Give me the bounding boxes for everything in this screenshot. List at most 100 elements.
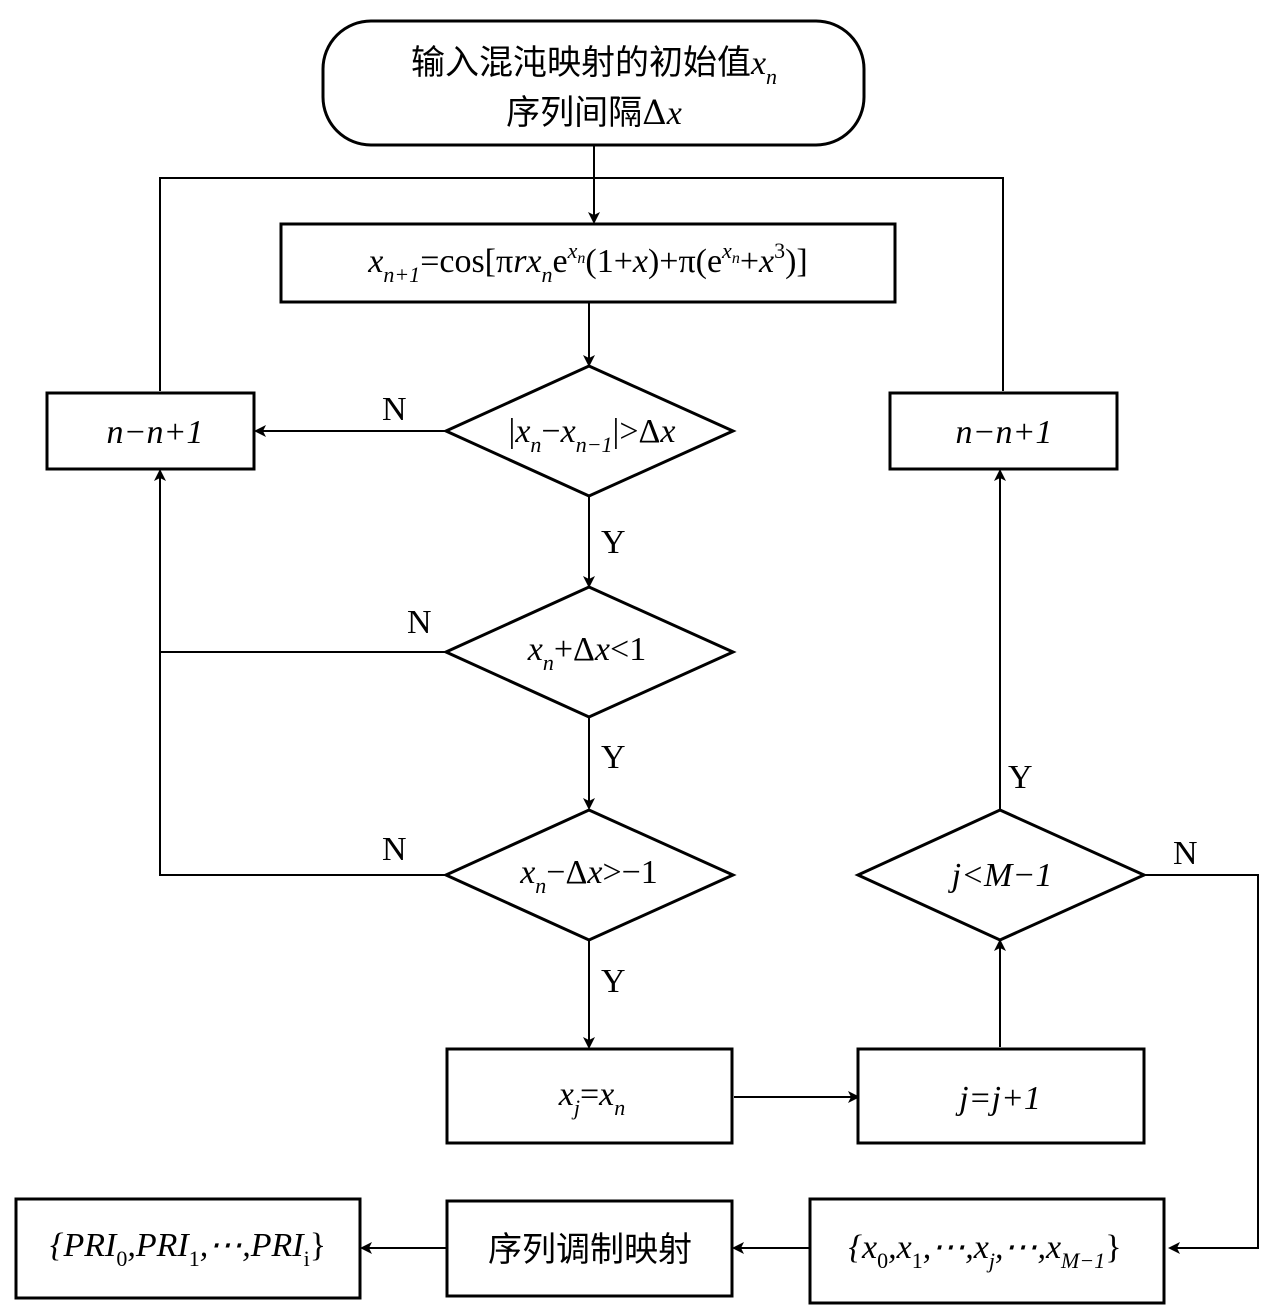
start-line-2: 序列间隔Δx xyxy=(506,93,682,133)
c1-x: x xyxy=(514,413,530,450)
arrow-cond4-no xyxy=(1144,874,1259,1254)
formula-box xyxy=(279,222,897,304)
start-text-2: 序列间隔Δ xyxy=(506,93,667,133)
output-box xyxy=(14,1197,362,1300)
a-eq: = xyxy=(580,1076,599,1113)
assign-text: xj=xn xyxy=(558,1076,626,1120)
modmap-text: 序列调制映射 xyxy=(488,1230,692,1270)
decision-3-text: xn−Δx>−1 xyxy=(519,854,658,898)
f-x3-sup: 3 xyxy=(774,238,785,263)
start-var-sub: n xyxy=(766,64,777,89)
s-subj: j xyxy=(986,1248,995,1273)
left-increment-text: n−n+1 xyxy=(107,414,204,451)
modmap-node: 序列调制映射 xyxy=(445,1199,734,1298)
assign-box xyxy=(445,1047,734,1145)
f-end: )] xyxy=(785,243,808,280)
right-increment-text: n−n+1 xyxy=(956,414,1053,451)
decision-4-diamond xyxy=(854,808,1148,942)
c3-rest: −Δ xyxy=(546,854,587,891)
c2-rest: +Δ xyxy=(554,631,595,668)
start-text-1: 输入混沌映射的初始值 xyxy=(411,43,751,83)
s-c3: ,⋯,x xyxy=(995,1229,1061,1266)
f-mid-x: x xyxy=(632,243,648,280)
start-node: 输入混沌映射的初始值xn 序列间隔Δx xyxy=(321,19,866,147)
output-node: {PRI0,PRI1,⋯,PRIi} xyxy=(14,1197,362,1300)
o-c1: ,PRI xyxy=(127,1227,190,1264)
s-open: {x xyxy=(848,1229,877,1266)
decision-2-diamond xyxy=(442,585,737,719)
decision-1-diamond xyxy=(442,364,737,498)
o-subi: i xyxy=(304,1246,310,1271)
s-close: } xyxy=(1105,1229,1121,1266)
decision-4: j<M−1 xyxy=(854,808,1148,942)
f-e2-sup-sub: n xyxy=(732,250,740,267)
assign-node: xj=xn xyxy=(445,1047,734,1145)
decision-3-diamond xyxy=(442,808,737,942)
label-n-1: N xyxy=(382,391,407,428)
label-y-1: Y xyxy=(601,524,626,561)
decision-2-text: xn+Δx<1 xyxy=(527,631,646,675)
o-sub1: 1 xyxy=(189,1246,200,1271)
sequence-text: {x0,x1,⋯,xj,⋯,xM−1} xyxy=(848,1229,1121,1273)
formula-text: xn+1=cos[πrxnexn(1+x)+π(exn+x3)] xyxy=(367,238,808,287)
a-sub: j xyxy=(571,1095,580,1120)
f-x-sub: n+1 xyxy=(383,262,420,287)
s-subm: M−1 xyxy=(1060,1248,1105,1273)
label-n-2: N xyxy=(407,604,432,641)
f-mid: (1+ xyxy=(585,243,633,280)
c2-tail: <1 xyxy=(610,631,646,668)
formula-node: xn+1=cos[πrxnexn(1+x)+π(exn+x3)] xyxy=(279,222,897,304)
a-sub2: n xyxy=(614,1095,625,1120)
f-x3: x xyxy=(758,243,774,280)
label-n-3: N xyxy=(382,831,407,868)
c2-x: x xyxy=(527,631,543,668)
label-y-3: Y xyxy=(601,963,626,1000)
decision-4-text: j<M−1 xyxy=(948,857,1053,894)
decision-2: xn+Δx<1 xyxy=(442,585,737,719)
sequence-box xyxy=(808,1197,1166,1305)
modmap-box xyxy=(445,1199,734,1298)
c3-sub: n xyxy=(535,873,546,898)
c1-x2: x xyxy=(560,413,576,450)
branch-labels: N Y N Y N Y Y N xyxy=(382,391,1198,1000)
f-e1-sup-sub: n xyxy=(577,250,585,267)
decision-1-text: |xn−xn−1|>Δx xyxy=(509,413,676,457)
label-n-4: N xyxy=(1173,835,1198,872)
c1-pre: | xyxy=(509,413,516,450)
right-increment-node: n−n+1 xyxy=(888,391,1119,471)
c2-x2: x xyxy=(594,631,610,668)
s-sub1: 1 xyxy=(912,1248,923,1273)
f-plus: + xyxy=(740,243,759,280)
s-c1: ,x xyxy=(888,1229,912,1266)
f-e1-sup: x xyxy=(567,238,578,263)
c1-post-x: x xyxy=(659,413,675,450)
o-sub0: 0 xyxy=(116,1246,127,1271)
left-increment-box xyxy=(45,391,256,471)
s-c2: ,⋯,x xyxy=(923,1229,989,1266)
c1-sub2: n−1 xyxy=(576,432,613,457)
s-sub0: 0 xyxy=(877,1248,888,1273)
output-text: {PRI0,PRI1,⋯,PRIi} xyxy=(50,1227,326,1271)
o-c2: ,⋯,PRI xyxy=(200,1227,306,1264)
start-var: x xyxy=(750,45,766,82)
decision-3: xn−Δx>−1 xyxy=(442,808,737,942)
arrow-cond3-no xyxy=(154,469,446,876)
f-mid2: )+π(e xyxy=(648,243,722,280)
f-x: x xyxy=(367,243,383,280)
j-increment-box xyxy=(856,1047,1146,1145)
c1-minus: − xyxy=(541,413,560,450)
label-y-4: Y xyxy=(1008,759,1033,796)
f-rx: rx xyxy=(513,243,541,280)
sequence-node: {x0,x1,⋯,xj,⋯,xM−1} xyxy=(808,1197,1166,1305)
decision-1: |xn−xn−1|>Δx xyxy=(442,364,737,498)
o-open: {PRI xyxy=(50,1227,118,1264)
start-terminator xyxy=(321,19,866,147)
c3-tail: >−1 xyxy=(602,854,657,891)
connectors xyxy=(154,145,1259,1254)
f-eq: =cos[π xyxy=(420,243,513,280)
label-y-2: Y xyxy=(601,739,626,776)
a-x: x xyxy=(558,1076,574,1113)
j-increment-node: j=j+1 xyxy=(856,1047,1146,1145)
c3-x2: x xyxy=(586,854,602,891)
right-increment-box xyxy=(888,391,1119,471)
